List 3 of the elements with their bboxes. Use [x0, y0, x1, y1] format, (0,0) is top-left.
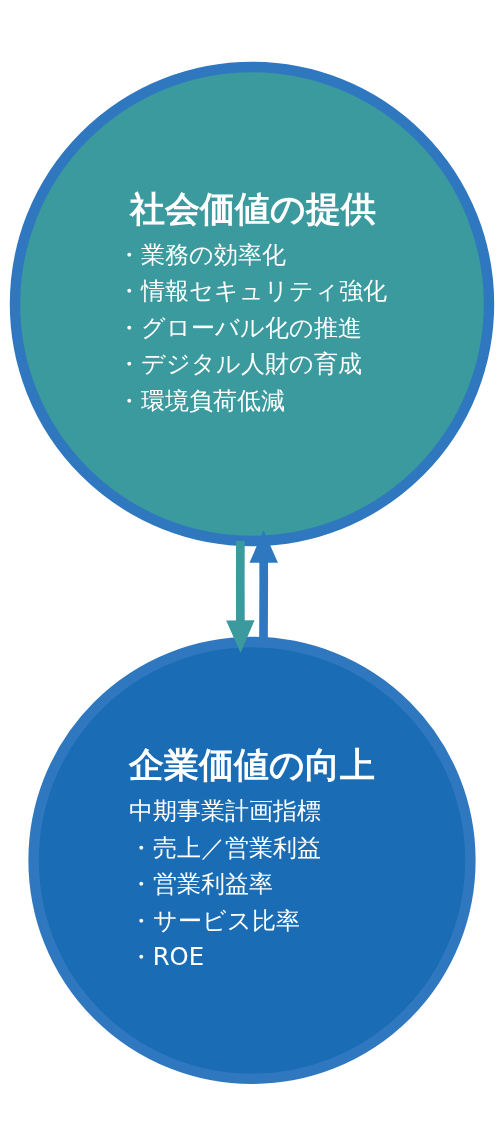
arrow: [226, 541, 255, 653]
node-circle: 社会価値の提供 ・業務の効率化 ・情報セキュリティ強化 ・グローバル化の推進 ・デジタル人財の育成 ・環境負荷低減: [9, 61, 495, 547]
node-circle: 企業価値の向上 中期事業計画指標 ・売上／営業利益 ・営業利益率 ・サービス比率 ・ROE: [28, 636, 476, 1084]
